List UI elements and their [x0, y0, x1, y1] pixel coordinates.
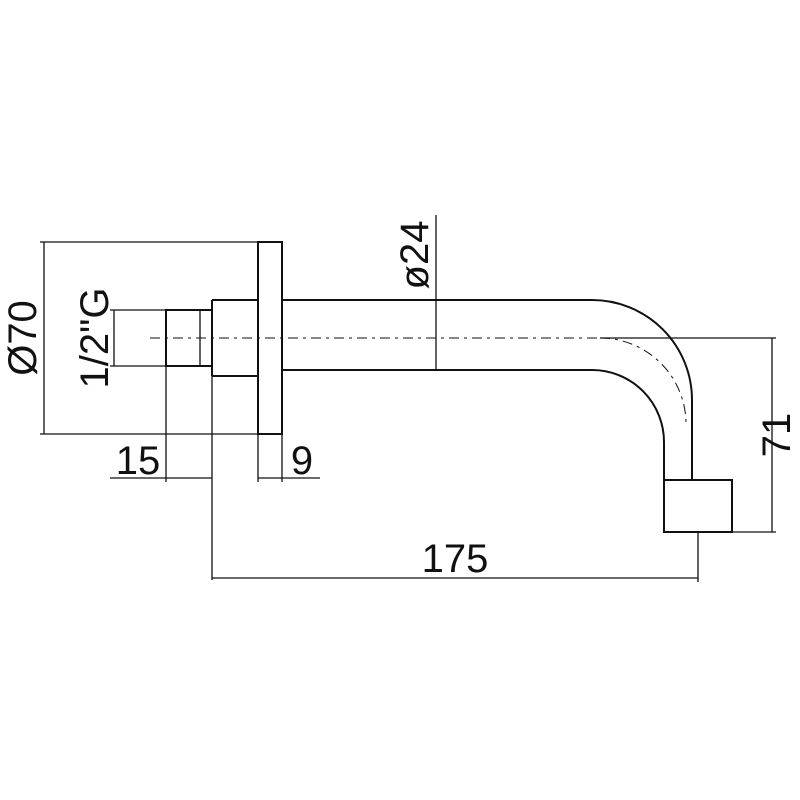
thread-length-label: 15	[116, 439, 161, 483]
flange-thickness-label: 9	[291, 439, 313, 483]
bend-centerline	[599, 337, 687, 425]
flange-diameter-label: Ø70	[1, 300, 45, 376]
pipe-arm	[212, 299, 733, 533]
thread-size-label: 1/2"G	[73, 288, 117, 389]
dimension-lines	[40, 215, 776, 582]
drop-label: 71	[755, 413, 799, 458]
pipe-diameter-label: ø24	[393, 221, 437, 290]
reach-label: 175	[422, 537, 489, 581]
